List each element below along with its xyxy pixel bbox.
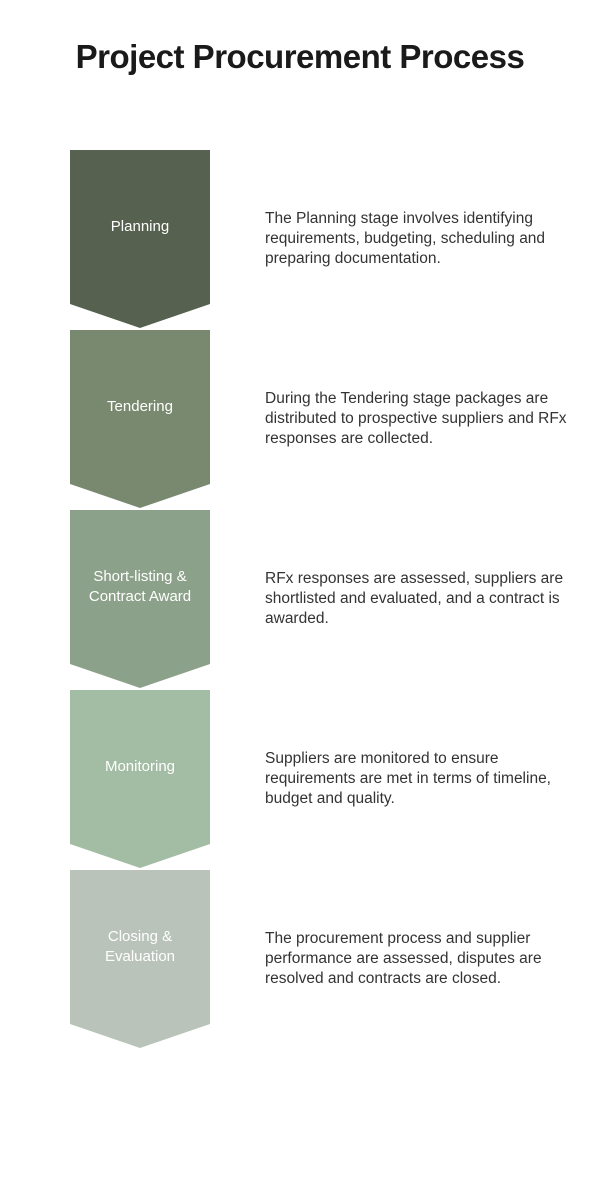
stage-chevron-shape: Tendering xyxy=(70,330,210,508)
stage-row-planning: Planning The Planning stage involves ide… xyxy=(0,150,600,330)
stage-label: Short-listing & Contract Award xyxy=(88,568,192,605)
stage-description: RFx responses are assessed, suppliers ar… xyxy=(265,570,564,627)
stage-row-tendering: Tendering During the Tendering stage pac… xyxy=(0,330,600,510)
stage-label: Tendering xyxy=(107,398,173,415)
stage-row-monitoring: Monitoring Suppliers are monitored to en… xyxy=(0,690,600,870)
stage-chevron-shape: Planning xyxy=(70,150,210,328)
stage-label: Closing & Evaluation xyxy=(104,928,176,965)
stage-description: The Planning stage involves identifying … xyxy=(265,210,546,267)
stage-description: During the Tendering stage packages are … xyxy=(265,390,567,447)
stage-row-closing: Closing & Evaluation The procurement pro… xyxy=(0,870,600,1050)
stage-chevron-shape: Closing & Evaluation xyxy=(70,870,210,1048)
stage-chevron-shape: Monitoring xyxy=(70,690,210,868)
stage-chevron-shape: Short-listing & Contract Award xyxy=(70,510,210,688)
stage-row-shortlisting: Short-listing & Contract Award RFx respo… xyxy=(0,510,600,690)
page-title: Project Procurement Process xyxy=(75,38,525,75)
stage-description: The procurement process and supplier per… xyxy=(265,930,542,987)
stage-description: Suppliers are monitored to ensure requir… xyxy=(265,750,551,807)
stage-label: Monitoring xyxy=(104,758,176,775)
stage-label: Planning xyxy=(110,218,170,235)
